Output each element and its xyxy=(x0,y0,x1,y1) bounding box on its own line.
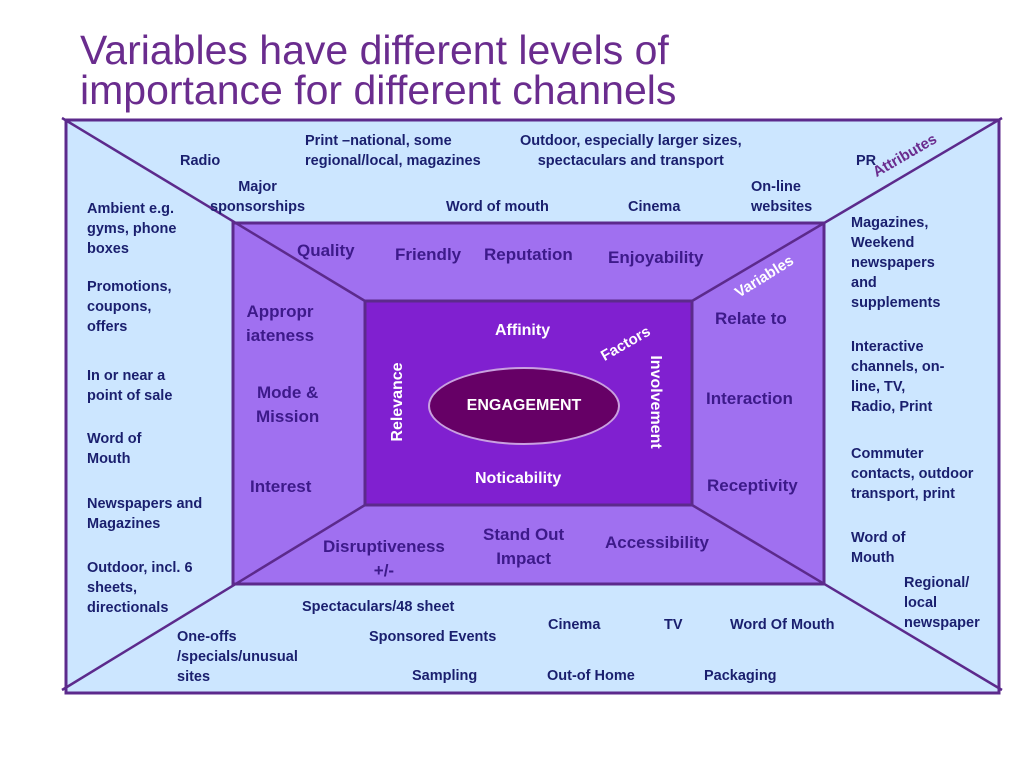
engagement-label: ENGAGEMENT xyxy=(466,397,582,414)
variable-interaction: Interaction xyxy=(706,389,793,408)
channel-cinema-top: Cinema xyxy=(628,199,681,215)
factor-relevance: Relevance xyxy=(389,362,406,442)
channel-word-of-mouth-left: Word of Mouth xyxy=(87,431,142,467)
variable-relate-to: Relate to xyxy=(715,309,787,328)
channel-cinema-bottom: Cinema xyxy=(548,617,601,633)
variable-enjoyability: Enjoyability xyxy=(608,248,704,267)
channel-pr: PR xyxy=(856,153,877,169)
channel-spectaculars: Spectaculars/48 sheet xyxy=(302,599,455,615)
channel-newspapers-magazines: Newspapers and Magazines xyxy=(87,496,203,532)
channel-outdoor-large: Outdoor, especially larger sizes, specta… xyxy=(520,133,742,169)
channel-print: Print –national, some regional/local, ma… xyxy=(305,133,481,169)
factor-involvement: Involvement xyxy=(647,355,664,449)
channel-commuter: Commuter contacts, outdoor transport, pr… xyxy=(851,446,974,502)
channel-point-of-sale: In or near a point of sale xyxy=(87,368,173,404)
variable-reputation: Reputation xyxy=(484,245,573,264)
channel-out-of-home: Out-of Home xyxy=(547,668,635,684)
channel-one-offs: One-offs /specials/unusual sites xyxy=(177,629,298,685)
channel-word-of-mouth-right: Word of Mouth xyxy=(851,530,906,566)
channel-outdoor-left: Outdoor, incl. 6 sheets, directionals xyxy=(87,560,193,616)
channel-ambient: Ambient e.g. gyms, phone boxes xyxy=(87,201,177,257)
channel-promotions: Promotions, coupons, offers xyxy=(87,279,172,335)
diagonal-lines xyxy=(61,116,1003,692)
channel-word-of-mouth-top: Word of mouth xyxy=(446,199,549,215)
channel-radio: Radio xyxy=(180,153,221,169)
variable-accessibility: Accessibility xyxy=(605,533,709,552)
variable-interest: Interest xyxy=(250,477,312,496)
variable-receptivity: Receptivity xyxy=(707,476,798,495)
channel-word-of-mouth-bottom: Word Of Mouth xyxy=(730,617,835,633)
channel-regional-newspaper: Regional/ local newspaper xyxy=(904,575,980,631)
channel-sponsored-events: Sponsored Events xyxy=(369,629,497,645)
variable-disruptiveness: Disruptiveness +/- xyxy=(323,537,445,580)
variable-quality: Quality xyxy=(297,241,355,260)
channel-packaging: Packaging xyxy=(704,668,777,684)
channel-online-websites: On-line websites xyxy=(751,179,813,215)
factor-affinity: Affinity xyxy=(495,322,551,339)
channel-magazines-weekend: Magazines, Weekend newspapers and supple… xyxy=(851,215,941,311)
page-title: Variables have different levels of impor… xyxy=(80,27,677,113)
channel-interactive: Interactive channels, on- line, TV, Radi… xyxy=(851,339,945,415)
factor-noticability: Noticability xyxy=(475,470,562,487)
channel-major-sponsorships: Major sponsorships xyxy=(210,179,306,215)
variable-mode-mission: Mode & Mission xyxy=(256,383,320,426)
variable-appropriateness: Appropr iateness xyxy=(246,302,315,345)
variable-friendly: Friendly xyxy=(395,245,462,264)
channel-tv: TV xyxy=(664,617,683,633)
variable-stand-out-impact: Stand Out Impact xyxy=(483,525,565,568)
channel-sampling: Sampling xyxy=(412,668,478,684)
engagement-core: ENGAGEMENT xyxy=(428,367,620,445)
